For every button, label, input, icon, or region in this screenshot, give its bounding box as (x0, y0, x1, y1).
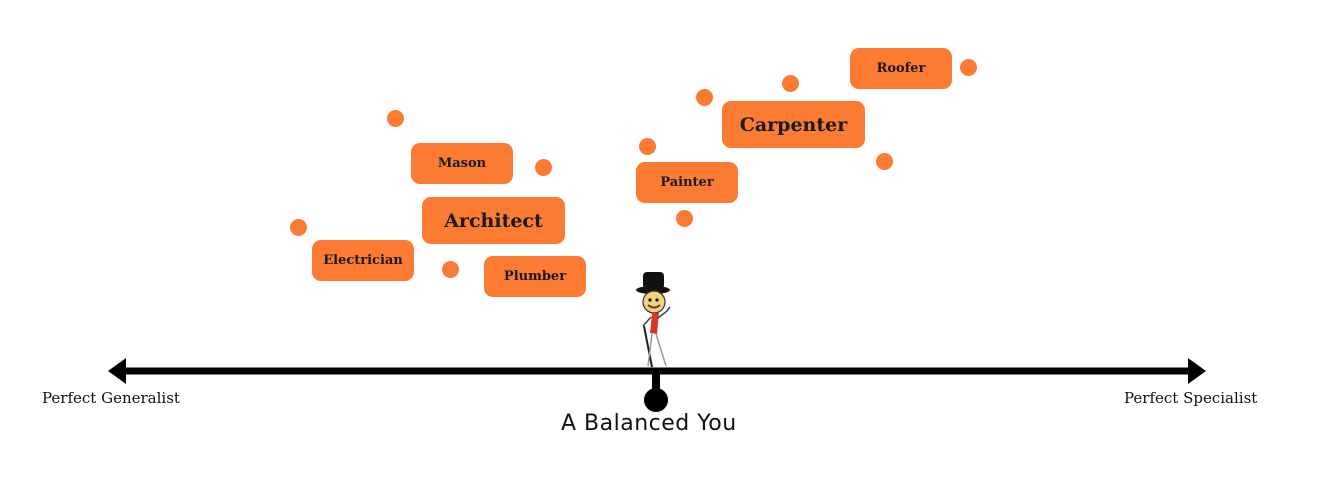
decor-dot (639, 138, 656, 155)
decor-dot (782, 75, 799, 92)
right-axis-label: Perfect Specialist (1124, 389, 1258, 407)
decor-dot (290, 219, 307, 236)
pivot-circle (644, 388, 668, 412)
trade-box-mason: Mason (411, 143, 513, 184)
decor-dot (535, 159, 552, 176)
decor-dot (876, 153, 893, 170)
trade-box-carpenter: Carpenter (722, 101, 865, 148)
left-axis-label: Perfect Generalist (42, 389, 180, 407)
pivot-stem (652, 371, 660, 393)
center-label: A Balanced You (561, 411, 737, 436)
trade-box-plumber: Plumber (484, 256, 586, 297)
decor-dot (442, 261, 459, 278)
decor-dot (696, 89, 713, 106)
trade-box-painter: Painter (636, 162, 738, 203)
stick-figure-with-top-hat-icon (636, 272, 671, 368)
trade-box-roofer: Roofer (850, 48, 952, 89)
right-arrow-icon (1188, 358, 1206, 384)
left-arrow-icon (108, 358, 126, 384)
decor-dot (960, 59, 977, 76)
trade-box-electrician: Electrician (312, 240, 414, 281)
decor-dot (387, 110, 404, 127)
trade-box-architect: Architect (422, 197, 565, 244)
decor-dot (676, 210, 693, 227)
